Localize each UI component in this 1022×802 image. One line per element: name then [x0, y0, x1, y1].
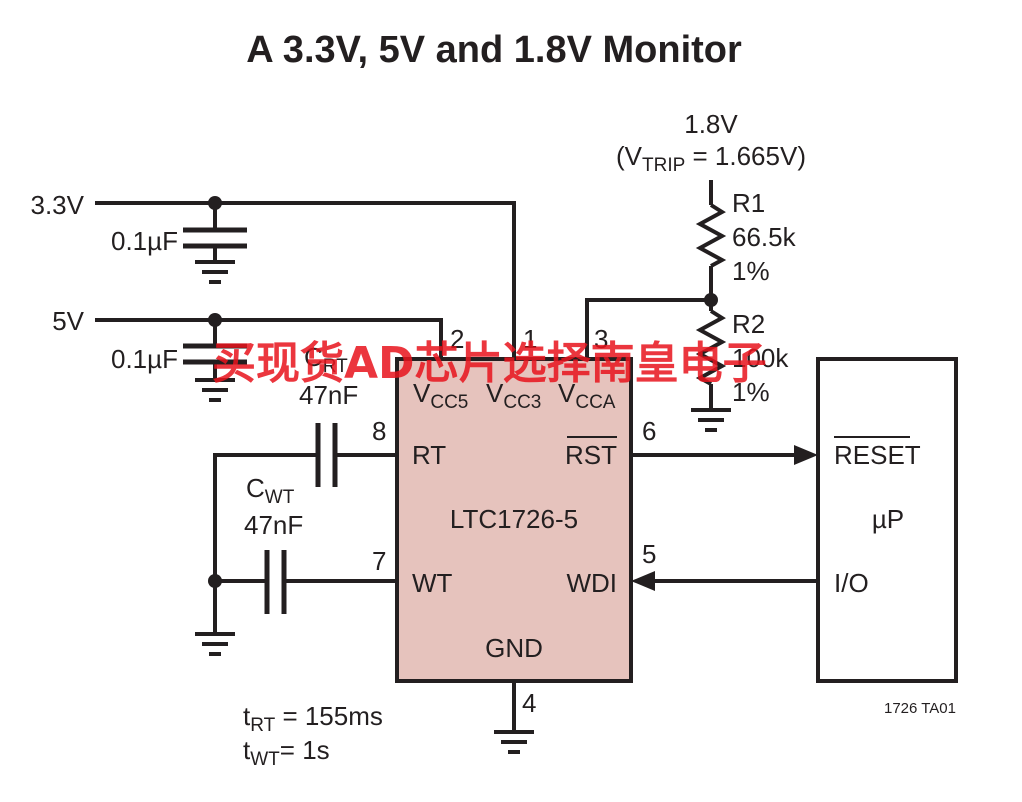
resistor-r2	[695, 309, 727, 386]
cap-c1-value: 0.1µF	[111, 226, 178, 256]
pin-number-4: 4	[522, 688, 536, 718]
ground-symbol-c2	[195, 378, 235, 402]
cap-c2-value: 0.1µF	[111, 344, 178, 374]
pin-number-5: 5	[642, 539, 656, 569]
up-name-label: µP	[872, 504, 904, 534]
r2-tolerance: 1%	[732, 377, 770, 407]
supply-3v3-label: 3.3V	[31, 190, 85, 220]
r1-tolerance: 1%	[732, 256, 770, 286]
wire-vcca	[585, 298, 711, 359]
ltc1726-ic-body	[395, 357, 633, 683]
arrow-reset	[794, 445, 818, 465]
supply-5v-label: 5V	[52, 306, 84, 336]
up-reset-label: RESET	[834, 440, 921, 470]
cwt-name: CWT	[246, 473, 295, 508]
r1-name: R1	[732, 188, 765, 218]
diagram-title: A 3.3V, 5V and 1.8V Monitor	[246, 29, 742, 71]
pin-rt-label: RT	[412, 440, 446, 470]
r1-value: 66.5k	[732, 222, 797, 252]
supply-1v8-label: 1.8V	[684, 109, 738, 139]
pin-vcc5-label: VCC5	[413, 378, 468, 413]
crt-name: CRT	[304, 342, 348, 377]
pin-gnd-label: GND	[485, 633, 543, 663]
resistor-r1	[695, 203, 727, 268]
r2-name: R2	[732, 309, 765, 339]
crt-value: 47nF	[299, 380, 358, 410]
r2-value: 100k	[732, 343, 789, 373]
ic-part-name: LTC1726-5	[450, 504, 578, 534]
pin-number-1: 1	[523, 324, 537, 354]
pin-wdi-label: WDI	[566, 568, 617, 598]
pin-number-3: 3	[594, 324, 608, 354]
figure-id: 1726 TA01	[884, 700, 956, 717]
watermark-text: 买现货AD芯片选择南皇电子	[212, 338, 767, 389]
pin-vcc3-label: VCC3	[486, 378, 541, 413]
wire-crt-left	[213, 453, 316, 632]
ground-symbol-c1	[195, 260, 235, 284]
cwt-value: 47nF	[244, 510, 303, 540]
pin-wt-label: WT	[412, 568, 453, 598]
arrow-wdi	[631, 571, 655, 591]
wire-3v3-rail	[95, 201, 516, 359]
pin-rst-label: RST	[565, 440, 617, 470]
pin-number-7: 7	[372, 546, 386, 576]
microprocessor-box	[816, 357, 958, 683]
timing-trt: tRT = 155ms	[243, 701, 383, 736]
ground-symbol-timing	[195, 632, 235, 656]
ground-symbol-r2	[691, 408, 731, 432]
pin-number-6: 6	[642, 416, 656, 446]
pin-vcca-label: VCCA	[558, 378, 616, 413]
vtrip-label: (VTRIP = 1.665V)	[616, 141, 806, 176]
junction-timing-caps	[208, 574, 222, 588]
ground-symbol-ic	[494, 730, 534, 754]
timing-twt: tWT= 1s	[243, 735, 330, 770]
pin-number-8: 8	[372, 416, 386, 446]
pin-number-2: 2	[450, 324, 464, 354]
up-io-label: I/O	[834, 568, 869, 598]
